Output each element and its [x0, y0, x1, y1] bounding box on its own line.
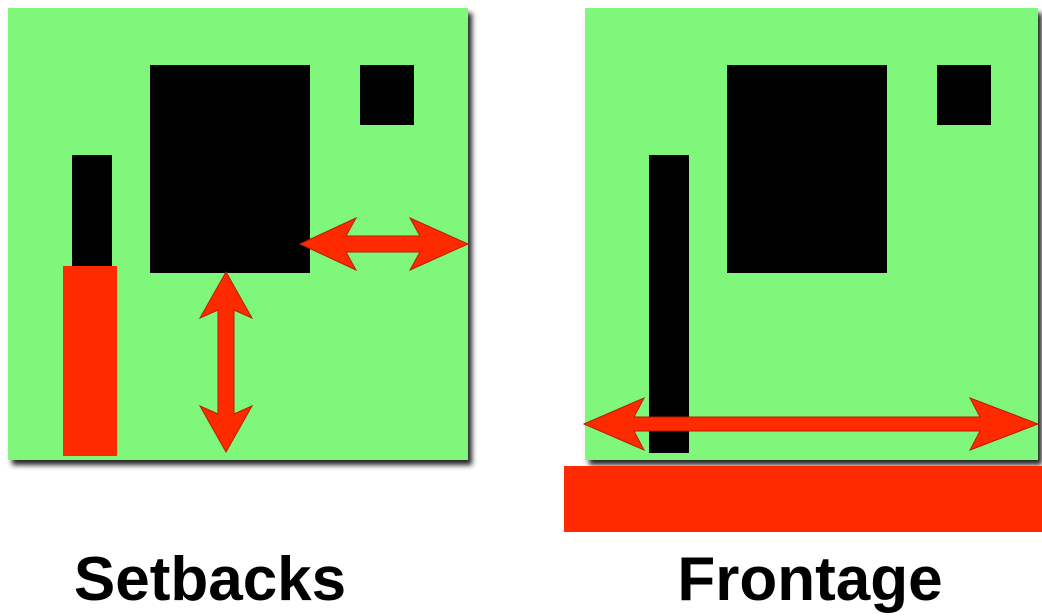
highlighted-street: [63, 266, 117, 456]
accessory-building: [360, 65, 414, 125]
frontage-caption: Frontage: [677, 545, 943, 614]
front-setback-arrow: [198, 270, 254, 454]
main-building: [727, 65, 887, 273]
side-street: [649, 155, 689, 453]
street-segment: [72, 155, 112, 270]
accessory-building: [937, 65, 991, 125]
side-setback-arrow: [298, 216, 470, 272]
highlighted-street: [564, 466, 1042, 532]
frontage-arrow: [582, 396, 1040, 452]
setbacks-caption: Setbacks: [73, 545, 347, 614]
main-building: [150, 65, 310, 273]
